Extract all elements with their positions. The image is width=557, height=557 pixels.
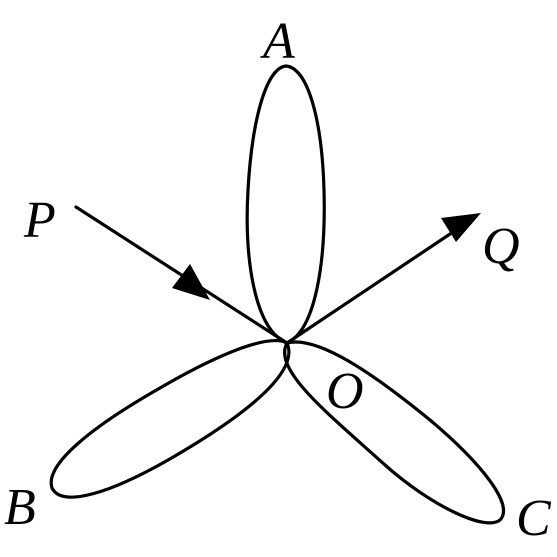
loop-a [245,64,326,345]
label-a: A [260,13,295,70]
incoming-arrowhead [172,264,210,300]
outgoing-arrowhead [441,213,481,242]
label-p: P [23,192,56,249]
label-b: B [4,479,36,536]
label-q: Q [482,218,520,275]
label-o: O [326,363,364,420]
outgoing-path-o-to-q [285,222,467,345]
incoming-path-p-to-o [74,205,289,345]
loop-b [49,339,291,499]
loop-c [283,340,506,525]
label-c: C [516,490,552,547]
